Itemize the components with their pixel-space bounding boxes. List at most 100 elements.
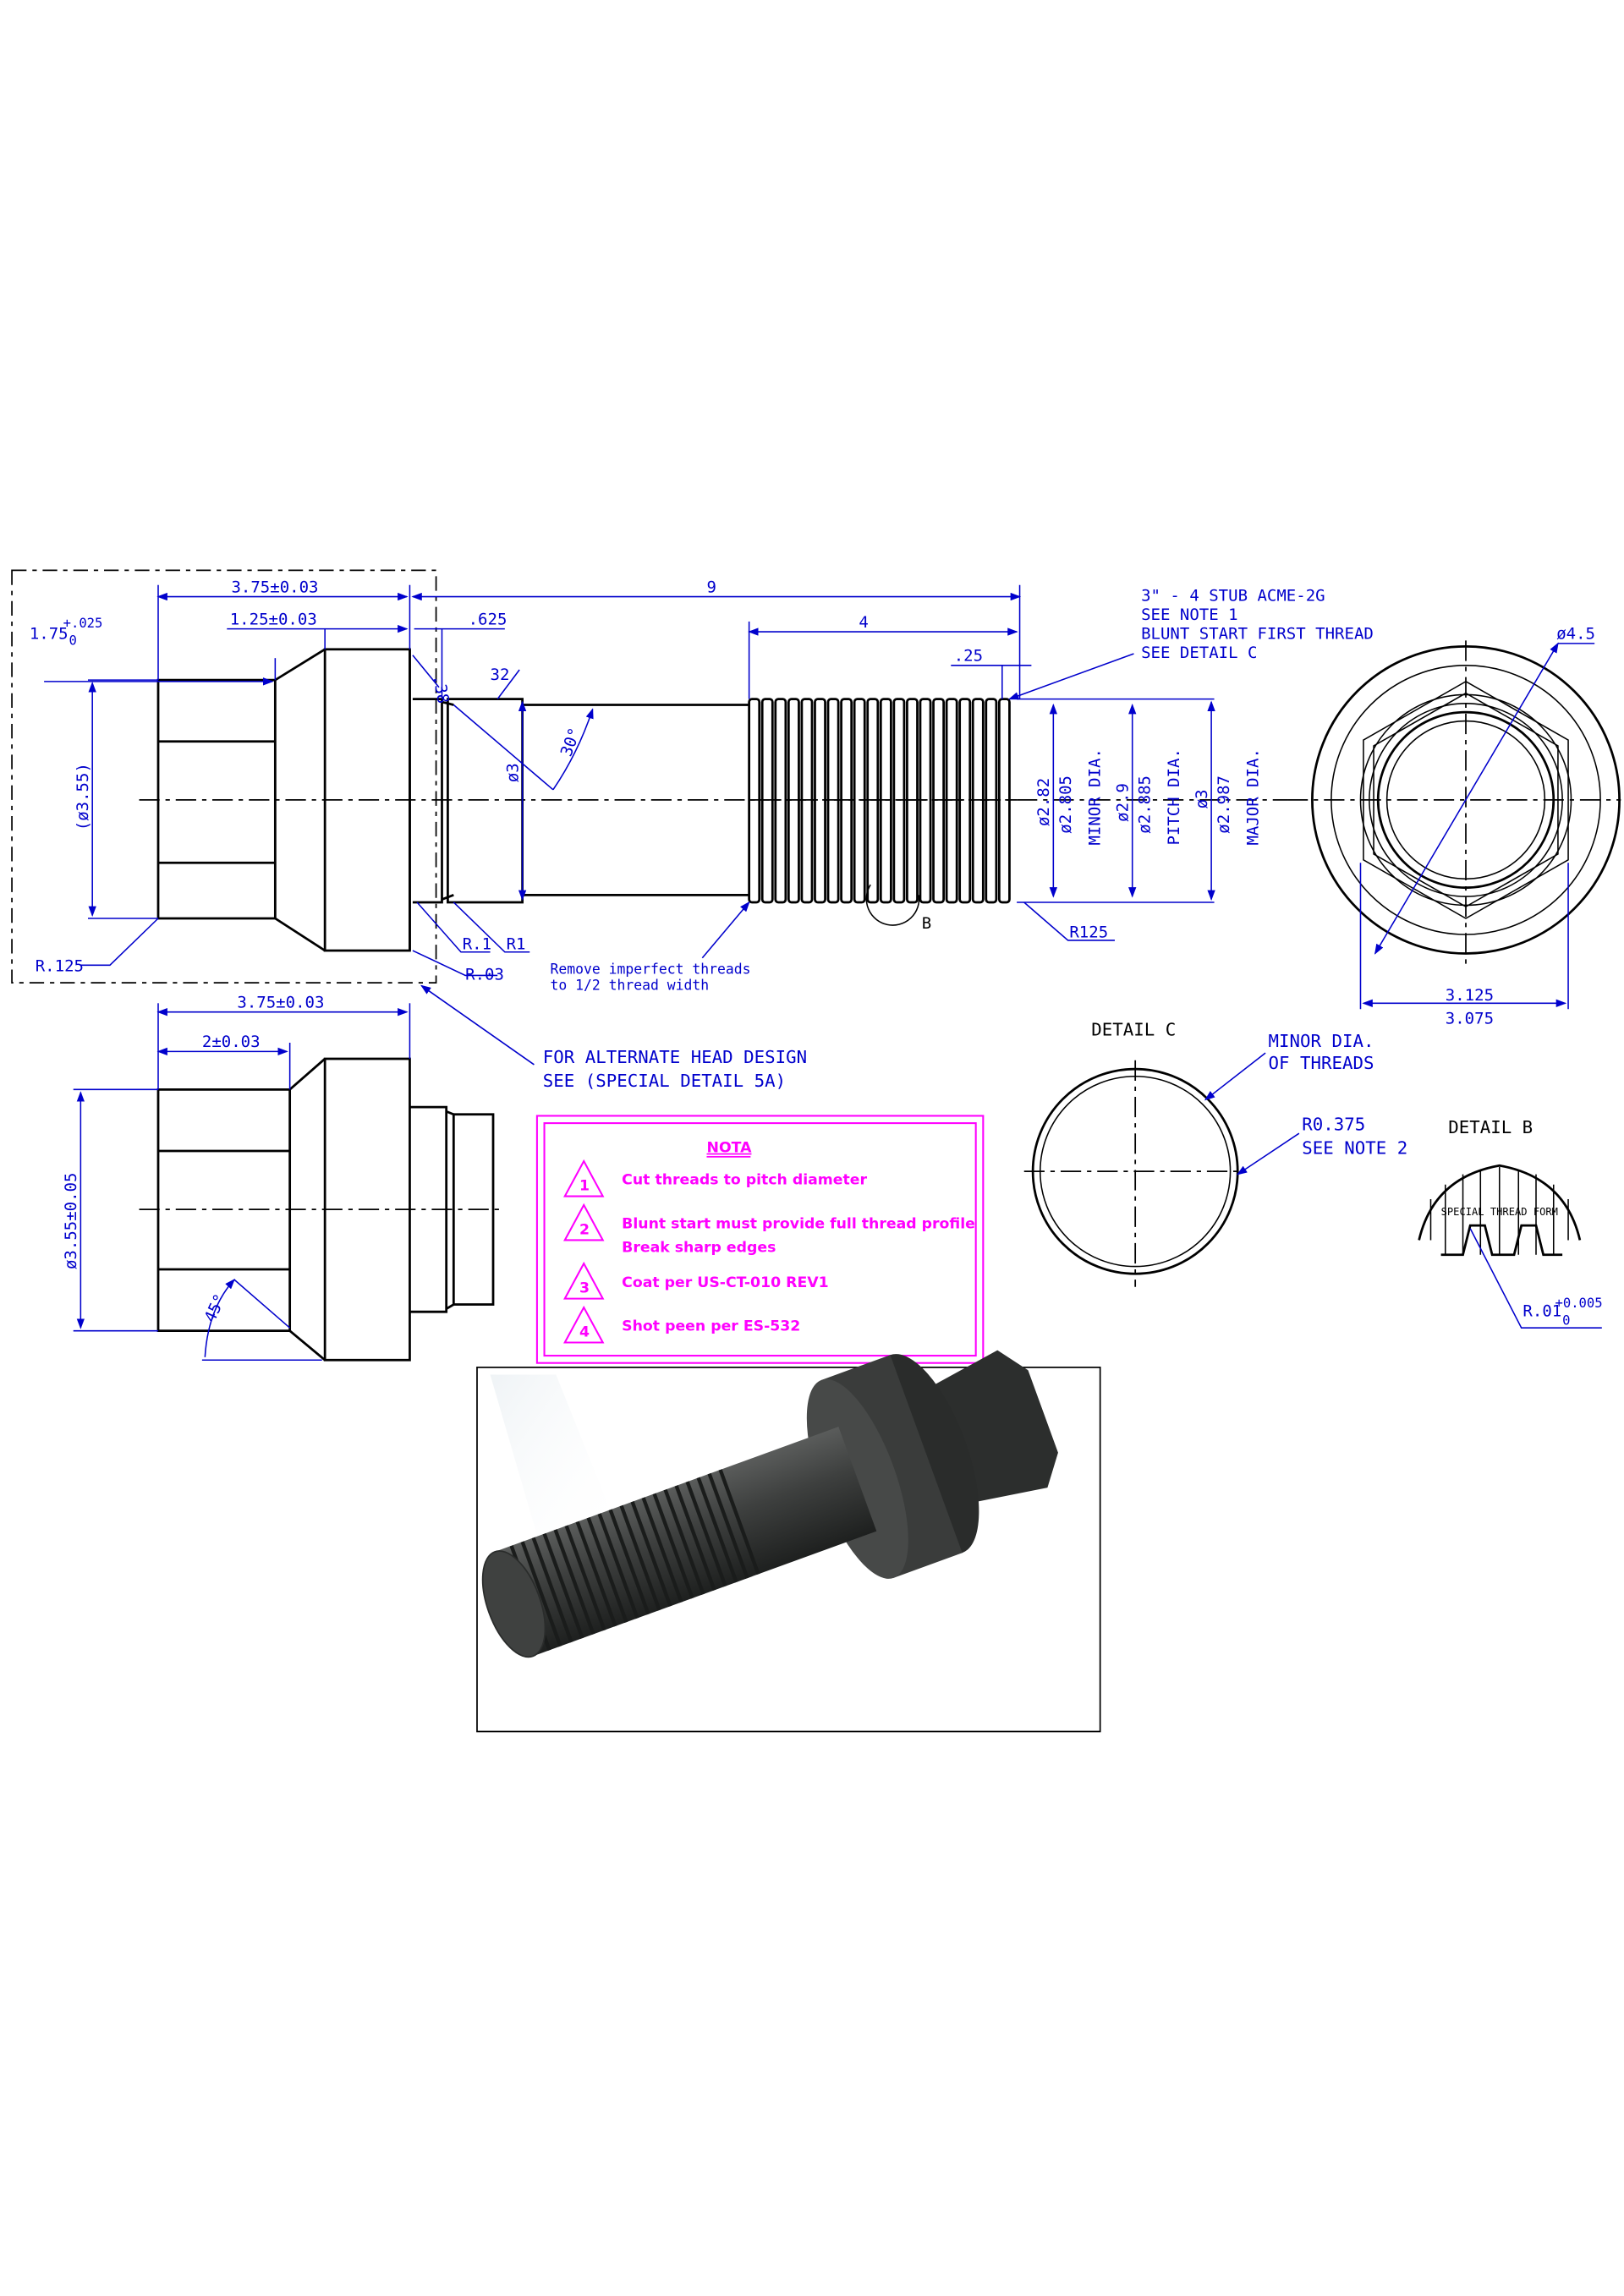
notes-title: NOTA (706, 1140, 752, 1157)
detail-b-form-label: SPECIAL THREAD FORM (1441, 1206, 1558, 1218)
detail-b-title: DETAIL B (1448, 1117, 1533, 1137)
render-thread-groove (531, 1537, 573, 1643)
pitch-dia-1: ø2.9 (1114, 783, 1133, 822)
note-text: Blunt start must provide full thread pro… (622, 1216, 975, 1233)
dim-thread-end: .25 (954, 647, 983, 666)
minor-dia-1: ø2.82 (1034, 778, 1053, 826)
dim-alt-hex: 2±0.03 (202, 1033, 261, 1051)
dim-hex-across-upper: 3.125 (1446, 986, 1494, 1005)
dim-outer-dia: ø4.5 (1556, 625, 1595, 644)
dim-hex-across-lower: 3.075 (1446, 1010, 1494, 1028)
detail-c-radius: R0.375 (1302, 1115, 1365, 1135)
note-item: 4 Shot peen per ES-532 (563, 1305, 800, 1344)
render-thread-groove (586, 1516, 628, 1623)
detail-c-title: DETAIL C (1091, 1019, 1176, 1039)
dim-r125-head: R.125 (36, 956, 84, 975)
render-thread-groove (696, 1477, 738, 1583)
render-thread-groove (520, 1541, 562, 1647)
note-number: 4 (579, 1324, 590, 1341)
note-text: Break sharp edges (622, 1239, 776, 1256)
render-thread-groove (718, 1469, 760, 1575)
dim-shank-dia: ø3 (503, 763, 522, 782)
detail-c-minor-label: MINOR DIA. (1269, 1031, 1374, 1051)
bolt-render-image (476, 1350, 1101, 1733)
note-item: 2 Blunt start must provide full thread pr… (563, 1203, 975, 1256)
thread-crest (879, 698, 892, 904)
major-dia-2: ø2.987 (1215, 775, 1233, 834)
alternate-head-region-box (11, 569, 437, 984)
render-thread-groove (608, 1509, 650, 1615)
dim-r1a: R.1 (463, 934, 491, 953)
minor-dia-label: MINOR DIA. (1086, 748, 1105, 845)
note-item: 3 Coat per US-CT-010 REV1 (563, 1261, 829, 1300)
dim-total-length: 9 (706, 578, 716, 596)
render-thread-groove (542, 1532, 584, 1639)
dim-flange: 1.25±0.03 (230, 610, 317, 628)
render-thread-groove (663, 1488, 705, 1595)
end-view: ø4.5 3.125 3.075 (1287, 625, 1621, 1028)
note-number: 1 (579, 1178, 590, 1195)
detail-b-tol-upper: +0.005 (1555, 1296, 1602, 1311)
detail-b-radius: R.01 (1522, 1301, 1561, 1320)
callout-line: SEE NOTE 1 (1141, 606, 1237, 624)
callout-line: BLUNT START FIRST THREAD (1141, 625, 1374, 644)
render-thread-groove (652, 1493, 694, 1599)
major-dia-label: MAJOR DIA. (1243, 748, 1262, 845)
render-thread-groove (597, 1513, 639, 1619)
dim-r1b: R1 (507, 934, 526, 953)
note-triangle-icon (563, 1203, 605, 1241)
detail-b-tol-lower: 0 (1562, 1313, 1570, 1329)
alt-head-callout: FOR ALTERNATE HEAD DESIGN (543, 1047, 807, 1067)
dim-head-length: 3.75±0.03 (231, 578, 318, 596)
thread-crest (919, 698, 932, 904)
render-thread-groove (641, 1497, 683, 1603)
callout-line: 3" - 4 STUB ACME-2G (1141, 587, 1325, 606)
note-text: Coat per US-CT-010 REV1 (622, 1274, 828, 1291)
render-thread-groove (630, 1501, 672, 1608)
note-triangle-icon (563, 1261, 605, 1300)
dim-32: 32 (491, 666, 510, 684)
dim-r125-end: R125 (1069, 923, 1108, 941)
note-triangle-icon (563, 1159, 605, 1197)
render-thread-groove (553, 1529, 595, 1636)
render-thread-groove (564, 1525, 606, 1631)
dim-neck: .625 (469, 610, 508, 628)
dim-30-degree: 30° (557, 726, 584, 759)
dim-hex-dia: (ø3.55) (74, 763, 92, 830)
detail-c: DETAIL C MINOR DIA. OF THREADS R0.375 SE… (1023, 1019, 1407, 1287)
detail-b: DETAIL B SPECIAL THREAD FORM R.01 +0.005… (1418, 1117, 1603, 1329)
notes-box: NOTA 1 Cut threads to pitch diameter 2 Blun… (535, 1115, 985, 1364)
note-number: 3 (579, 1280, 590, 1297)
note-text: Shot peen per ES-532 (622, 1318, 800, 1335)
render-thread-groove (685, 1481, 727, 1587)
dim-r03: R.03 (465, 966, 504, 984)
note-text: Cut threads to pitch diameter (622, 1172, 867, 1189)
dimensions: 3.75±0.03 9 1.25±0.03 1.75 +.025 0 .625 … (30, 578, 1374, 993)
callout-line: SEE DETAIL C (1141, 644, 1257, 662)
render-thread-groove (575, 1521, 617, 1627)
thread-section (748, 698, 1018, 904)
dim-thread-length: 4 (859, 613, 868, 632)
note-triangle-icon (563, 1305, 605, 1344)
minor-dia-2: ø2.805 (1056, 775, 1075, 834)
note-number: 2 (579, 1222, 590, 1239)
dim-38: .38 (429, 673, 453, 705)
render-thread-groove (674, 1485, 716, 1592)
imperfect-threads-note: to 1/2 thread width (550, 978, 709, 994)
note-item: 1 Cut threads to pitch diameter (563, 1159, 868, 1197)
dim-alt-head-length: 3.75±0.03 (237, 993, 324, 1011)
detail-c-radius: SEE NOTE 2 (1302, 1137, 1407, 1158)
dim-alt-dia: ø3.55±0.05 (62, 1173, 80, 1269)
tol-upper: +.025 (63, 616, 103, 631)
thread-callout: 3" - 4 STUB ACME-2G SEE NOTE 1 BLUNT STA… (1141, 587, 1374, 662)
alt-head-callout: SEE (SPECIAL DETAIL 5A) (543, 1071, 786, 1091)
pitch-dia-label: PITCH DIA. (1165, 748, 1183, 845)
major-dia-1: ø3 (1193, 789, 1211, 808)
detail-b-marker: B (922, 914, 931, 933)
render-thread-groove (707, 1472, 749, 1579)
imperfect-threads-note: Remove imperfect threads (550, 962, 750, 978)
pitch-dia-2: ø2.885 (1135, 775, 1154, 834)
dim-hex-base: 1.75 (30, 625, 69, 644)
tol-lower: 0 (69, 633, 77, 649)
